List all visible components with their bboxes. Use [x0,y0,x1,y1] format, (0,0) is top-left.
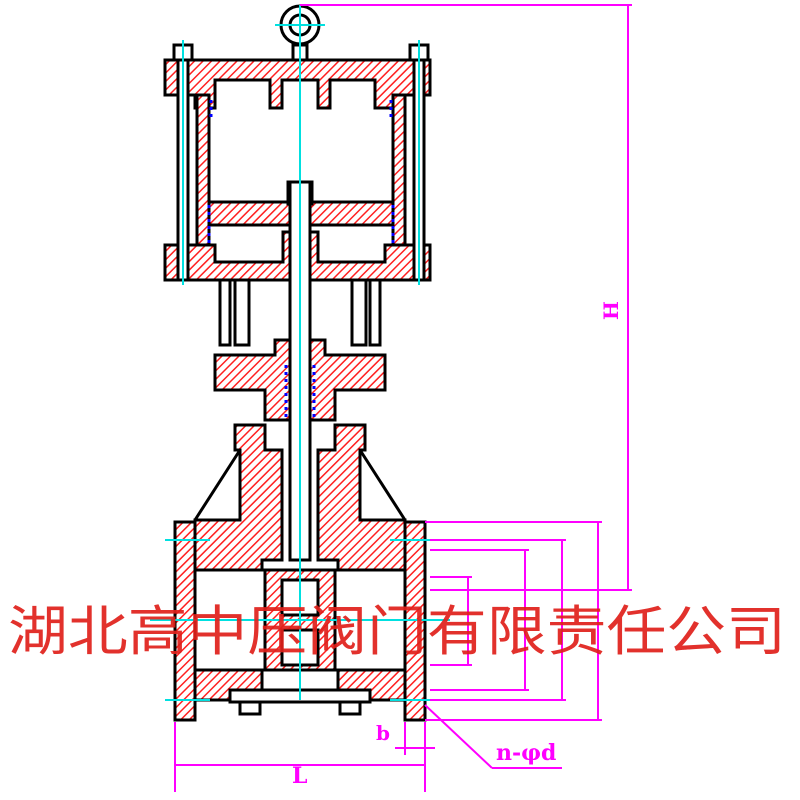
cylinder-wall-left [195,93,211,247]
seals [207,100,395,420]
dimension-b: b [376,721,390,745]
company-watermark: 湖北高中压阀门有限责任公司 [8,600,786,663]
yoke-leg-left [233,278,251,347]
yoke-leg-right [350,278,368,347]
dimension-H: H [599,301,623,320]
dimension-L: L [292,763,307,789]
centerlines [150,5,450,701]
cylinder-bottom-cover [163,230,432,282]
dimension-lines [174,4,632,792]
cylinder-wall-right [391,93,407,247]
dimension-bolt-holes: n-φd [496,740,556,766]
